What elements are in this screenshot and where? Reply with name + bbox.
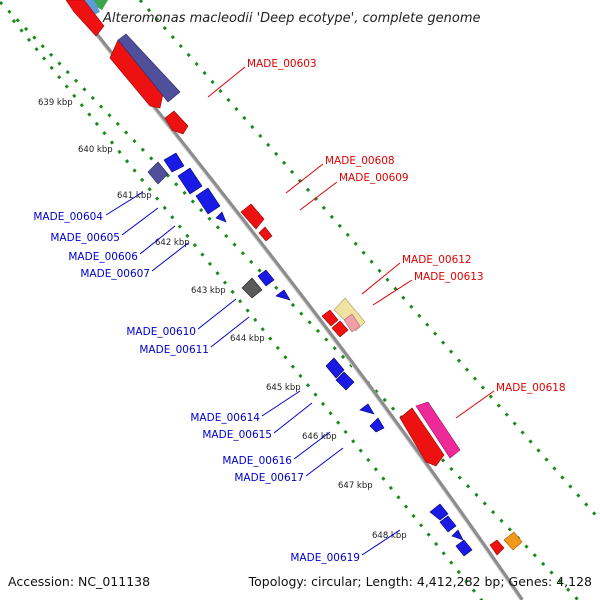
- gene-label-reverse[interactable]: MADE_00615: [202, 429, 272, 441]
- gene-made-00618-b: [415, 401, 461, 459]
- gene-label-reverse[interactable]: MADE_00610: [126, 326, 196, 338]
- leader-line: [273, 402, 313, 434]
- gene-made-00619-b: [439, 515, 457, 533]
- gene-feature-top-blue: [84, 0, 100, 16]
- gene-feature-top-green: [92, 0, 108, 10]
- gene-feature-top-red: [65, 0, 105, 37]
- gene-label-forward[interactable]: MADE_00608: [325, 155, 395, 167]
- gene-made-00606: [177, 167, 203, 195]
- gene-label-reverse[interactable]: MADE_00619: [290, 552, 360, 564]
- gene-made-00612-b: [343, 313, 361, 333]
- inner-tick-track: [11, 19, 484, 600]
- leader-line: [293, 431, 331, 460]
- gene-made-00611: [257, 269, 275, 287]
- gene-made-00608: [240, 203, 265, 230]
- leader-line: [210, 316, 250, 348]
- gene-made-00614: [325, 357, 345, 379]
- tick-labels: 639 kbp 640 kbp 641 kbp 642 kbp 643 kbp …: [38, 98, 407, 541]
- gene-made-00605: [163, 152, 185, 173]
- tick-label: 646 kbp: [302, 432, 337, 442]
- leader-line: [361, 529, 401, 556]
- leader-line: [261, 390, 301, 417]
- leader-line: [139, 225, 176, 255]
- tick-label: 648 kbp: [372, 531, 407, 541]
- gene-label-forward[interactable]: MADE_00603: [247, 58, 317, 70]
- gene-forward-arrow-red-bottom: [489, 539, 505, 556]
- gene-made-00615: [335, 371, 355, 391]
- gene-made-00613: [321, 309, 339, 327]
- gene-reverse-arrow-2: [275, 289, 291, 301]
- gene-reverse-arrow-4: [455, 539, 473, 557]
- gene-label-reverse[interactable]: MADE_00605: [50, 232, 120, 244]
- tick-label: 641 kbp: [117, 191, 152, 201]
- gene-label-reverse[interactable]: MADE_00611: [139, 344, 209, 356]
- gene-made-00604: [147, 161, 169, 185]
- leader-line: [285, 163, 324, 194]
- gene-label-forward[interactable]: MADE_00618: [496, 382, 566, 394]
- tick-label: 643 kbp: [191, 286, 226, 296]
- right-tick-track: [138, 0, 600, 521]
- gene-label-reverse[interactable]: MADE_00604: [33, 211, 103, 223]
- leader-line: [207, 66, 246, 98]
- gene-forward-arrow-1: [164, 110, 189, 135]
- gene-label-reverse[interactable]: MADE_00616: [222, 455, 292, 467]
- gene-label-reverse[interactable]: MADE_00607: [80, 268, 150, 280]
- gene-made-00609: [258, 226, 273, 242]
- gene-label-forward[interactable]: MADE_00612: [402, 254, 472, 266]
- gene-made-00617: [369, 417, 385, 433]
- accession-text: Accession: NC_011138: [8, 574, 150, 589]
- leader-line: [299, 181, 338, 211]
- tick-label: 647 kbp: [338, 481, 373, 491]
- gene-reverse-arrow-3: [451, 529, 464, 541]
- leader-line: [455, 390, 495, 419]
- genome-summary-text: Topology: circular; Length: 4,412,282 bp…: [248, 574, 592, 589]
- leader-line: [151, 242, 189, 272]
- leader-line: [372, 279, 413, 306]
- gene-label-reverse[interactable]: MADE_00617: [234, 472, 304, 484]
- tick-label: 642 kbp: [155, 238, 190, 248]
- gene-made-00616: [359, 403, 375, 415]
- tick-label: 639 kbp: [38, 98, 73, 108]
- gene-forward-arrow-orange: [503, 531, 523, 551]
- leader-line: [105, 191, 144, 216]
- forward-gene-labels: MADE_00603 MADE_00608 MADE_00609 MADE_00…: [247, 58, 566, 394]
- leader-line: [197, 298, 237, 330]
- tick-label: 640 kbp: [78, 145, 113, 155]
- gene-made-00607: [195, 187, 221, 215]
- gene-made-00603-b: [117, 33, 181, 103]
- gene-made-00613-b: [331, 320, 349, 338]
- leader-line: [361, 262, 401, 295]
- genome-backbone-highlight: [67, 0, 521, 600]
- gene-reverse-arrow-1: [215, 211, 227, 223]
- gene-label-reverse[interactable]: MADE_00614: [190, 412, 260, 424]
- gene-label-forward[interactable]: MADE_00613: [414, 271, 484, 283]
- gene-label-forward[interactable]: MADE_00609: [339, 172, 409, 184]
- tick-label: 645 kbp: [266, 383, 301, 393]
- leader-line: [121, 207, 159, 236]
- leader-line: [305, 447, 344, 477]
- reverse-leaders: [105, 191, 401, 556]
- gene-label-reverse[interactable]: MADE_00606: [68, 251, 138, 263]
- gene-made-00618: [399, 407, 445, 467]
- gene-made-00619: [429, 503, 449, 521]
- map-title: Alteromonas macleodii 'Deep ecotype', co…: [102, 11, 480, 26]
- forward-leaders: [207, 66, 495, 419]
- reverse-gene-labels: MADE_00604 MADE_00605 MADE_00606 MADE_00…: [33, 211, 360, 564]
- gene-made-00610: [241, 277, 263, 299]
- outer-tick-track: [0, 0, 581, 600]
- tick-label: 644 kbp: [230, 334, 265, 344]
